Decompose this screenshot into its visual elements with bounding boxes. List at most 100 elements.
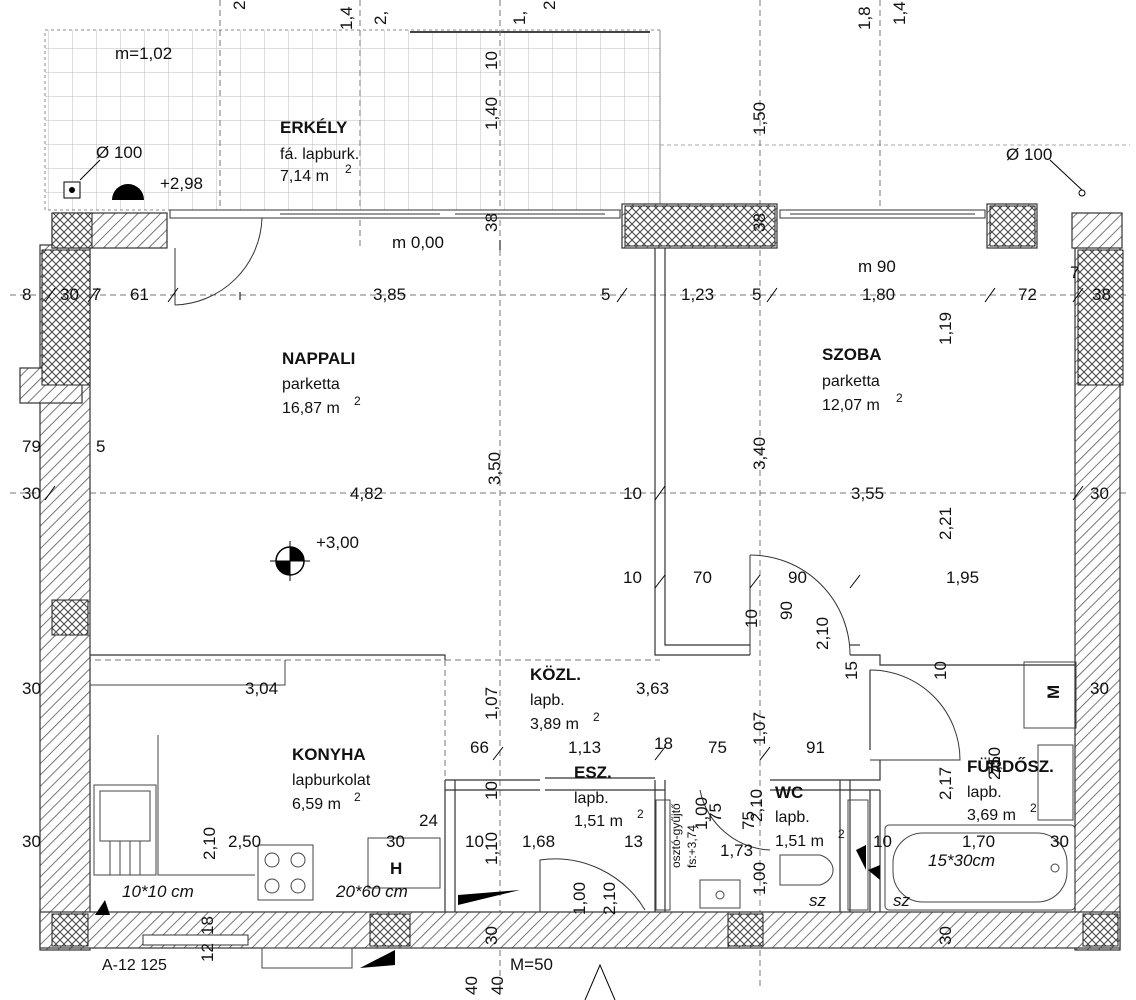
dim-75-label: 75	[706, 803, 725, 822]
row-kozl-label: 30	[1090, 679, 1109, 698]
row-mid-label: 30	[22, 484, 41, 503]
row-bottom-label: 13	[624, 832, 643, 851]
verticals-label: 75	[985, 756, 1004, 775]
room-name-szoba: SZOBA	[822, 345, 882, 364]
floor-esz: lapb.	[574, 790, 609, 807]
verticals-label: 2,10	[600, 882, 619, 915]
row-door-label: 70	[693, 568, 712, 587]
row-kozl-label: 3,04	[245, 679, 278, 698]
row-kozl-label: 3,63	[636, 679, 669, 698]
verticals-label: 75	[739, 811, 758, 830]
verticals-label: 1,19	[936, 312, 955, 345]
sz-label-2: sz	[893, 891, 911, 910]
verticals-label: 2,17	[936, 767, 955, 800]
row-top-label: 8	[22, 285, 31, 304]
row-bottom-label: 30	[22, 832, 41, 851]
verticals-label: 1,07	[482, 687, 501, 720]
row-kozl-label: 30	[22, 679, 41, 698]
verticals-label: 30	[936, 926, 955, 945]
row-kozl2-label: 1,13	[568, 738, 601, 757]
washer-label: M	[1044, 685, 1063, 699]
verticals-label: 38	[482, 213, 501, 232]
room-labels: ERKÉLY fá. lapburk. 7,14 m 2 NAPPALI par…	[280, 118, 1054, 850]
verticals-label: 15	[842, 661, 861, 680]
row-door-label: 90	[788, 568, 807, 587]
verticals-label: 3,50	[485, 452, 504, 485]
heater-label: A-12 125	[102, 957, 167, 974]
unit-erkely: 2	[345, 162, 352, 176]
verticals-label: 38	[750, 213, 769, 232]
interior-walls	[90, 248, 1075, 912]
verticals-label: 18	[198, 916, 217, 935]
verticals-label: 3,40	[750, 437, 769, 470]
riser-label-2: fs:+3,74	[685, 825, 699, 868]
row-top-label: 5	[601, 285, 610, 304]
row-bottom-label: 2,50	[228, 832, 261, 851]
dimension-ticks	[44, 240, 1084, 761]
area-esz: 1,51 m	[574, 813, 623, 830]
floor-nappali: parketta	[282, 376, 340, 393]
row-bottom-label: 10	[465, 832, 484, 851]
row-top-label: 7	[92, 285, 101, 304]
row-kozl2-label: 18	[654, 734, 673, 753]
verticals-label: 40	[462, 976, 481, 995]
verticals-label: 2,10	[985, 747, 1004, 780]
guide-lines	[10, 0, 1130, 990]
hood-label: H	[390, 859, 402, 878]
row-top-label: 38	[1092, 285, 1111, 304]
room-name-erkely: ERKÉLY	[280, 118, 348, 137]
level-marker-icon	[63, 159, 1086, 1000]
row-top-label: 61	[130, 285, 149, 304]
room-name-furdo: FÜRDŐSZ.	[967, 757, 1054, 776]
door-height: m 0,00	[392, 233, 444, 252]
floor-erkely: fá. lapburk.	[280, 146, 359, 163]
room-level: +3,00	[316, 533, 359, 552]
verticals-label: 2	[230, 1, 249, 10]
verticals-label: 1,4	[890, 1, 909, 25]
row-kozl2-label: 75	[708, 738, 727, 757]
row-kozl2-label: 66	[470, 738, 489, 757]
verticals-label: 40	[488, 976, 507, 995]
verticals-label: 1,	[510, 11, 529, 25]
row-top-label: 7	[1070, 263, 1079, 282]
level-labels: m=1,02 +2,98 m 0,00 +3,00 m 90 M=50 Ø 10…	[96, 44, 1052, 974]
windows	[142, 209, 986, 946]
floor-kozl: lapb.	[530, 692, 565, 709]
row-kozl2-label: 91	[806, 738, 825, 757]
room-name-nappali: NAPPALI	[282, 349, 355, 368]
row-door-label: 1,95	[946, 568, 979, 587]
row-mid-label: 4,82	[350, 484, 383, 503]
row-bottom-label: 1,73	[720, 841, 753, 860]
room-name-wc: WC	[775, 783, 803, 802]
row-top-label: 30	[60, 285, 79, 304]
room-name-kozl: KÖZL.	[530, 665, 581, 684]
balcony-level: +2,98	[160, 174, 203, 193]
row-left-label: 5	[96, 437, 105, 456]
area-wc: 1,51 m	[775, 833, 824, 850]
kitchen-fixtures	[90, 660, 441, 969]
area-kozl: 3,89 m	[530, 716, 579, 733]
verticals-label: 1,8	[855, 6, 874, 30]
row-bottom-label: 1,68	[522, 832, 555, 851]
row-bottom-label: 24	[419, 811, 438, 830]
unit-konyha: 2	[354, 790, 361, 804]
row-bottom-label: 30	[386, 832, 405, 851]
area-konyha: 6,59 m	[292, 796, 341, 813]
verticals-label: 90	[777, 601, 796, 620]
pipe-right: Ø 100	[1006, 145, 1052, 164]
unit-szoba: 2	[896, 391, 903, 405]
unit-furdo: 2	[1030, 801, 1037, 815]
row-left-label: 79	[22, 437, 41, 456]
bath-fixtures	[655, 661, 1077, 911]
balcony-slope: m=1,02	[115, 44, 172, 63]
verticals-label: 2,10	[813, 617, 832, 650]
verticals-label: 12	[198, 943, 217, 962]
area-szoba: 12,07 m	[822, 397, 880, 414]
verticals-label: 10	[482, 51, 501, 70]
verticals-label: 1,00	[570, 882, 589, 915]
entrance-level: M=50	[510, 955, 553, 974]
riser-label-1: osztó-gyűjtő	[669, 803, 683, 868]
structural-blocks	[41, 205, 1124, 947]
